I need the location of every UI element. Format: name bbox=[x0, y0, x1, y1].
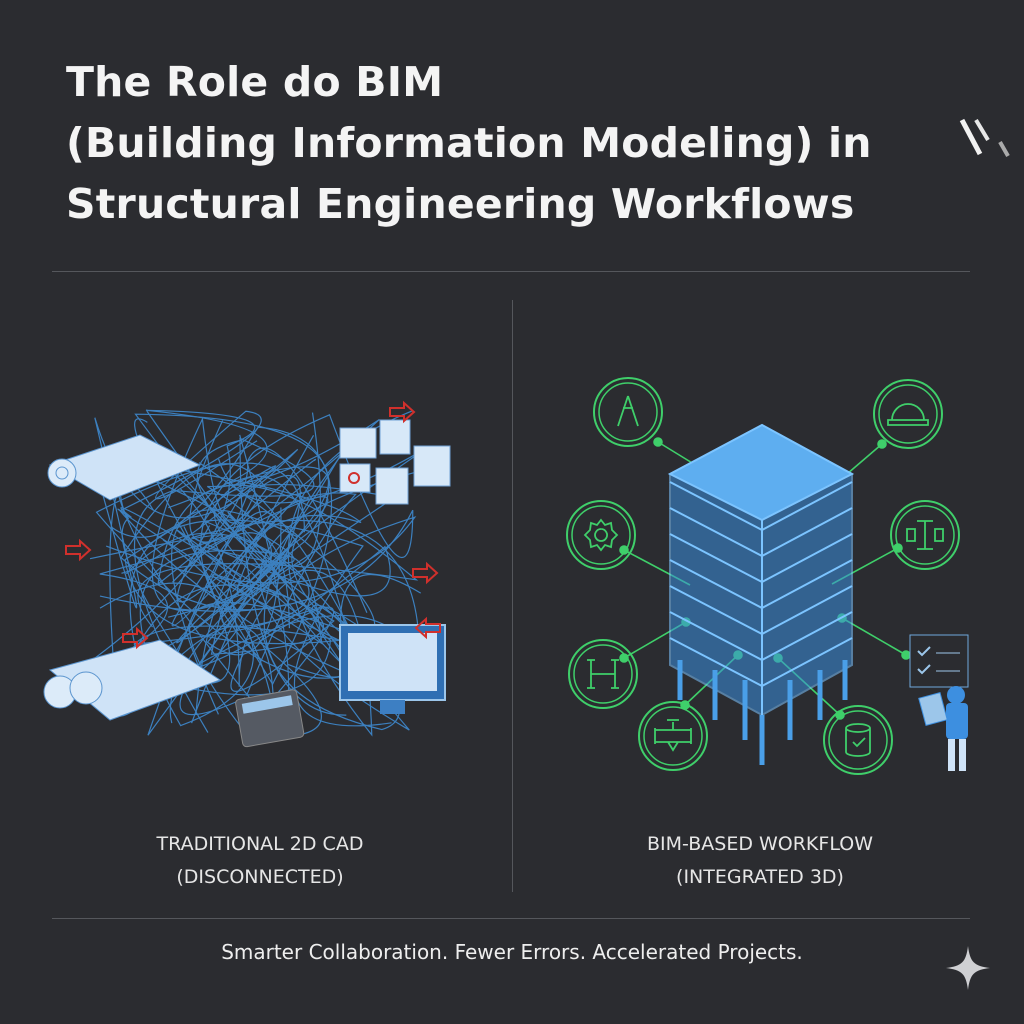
engineer-checklist-icon bbox=[909, 634, 969, 771]
floor-slab bbox=[669, 559, 853, 610]
calculator-icon bbox=[235, 689, 305, 748]
red-arrow-icon bbox=[412, 561, 439, 585]
bim-label-line-2: (INTEGRATED 3D) bbox=[676, 866, 844, 888]
hard-hat-icon bbox=[873, 379, 943, 449]
top-divider bbox=[52, 271, 970, 272]
traditional-label-line-2: (DISCONNECTED) bbox=[176, 866, 344, 888]
connection-curve bbox=[172, 447, 368, 629]
connection-curve bbox=[99, 414, 414, 661]
computer-monitor-icon bbox=[339, 624, 446, 714]
floor-slab bbox=[669, 585, 853, 636]
tangled-connections bbox=[89, 409, 428, 738]
title-line-2: (Building Information Modeling) in bbox=[66, 119, 872, 167]
red-arrow-icon bbox=[122, 626, 149, 650]
connection-curve bbox=[120, 463, 303, 627]
center-divider bbox=[512, 300, 513, 892]
floor-slab bbox=[669, 507, 853, 558]
h-beam-icon bbox=[568, 639, 638, 709]
connection-curve bbox=[134, 412, 330, 724]
bim-workflow-illustration bbox=[566, 377, 969, 775]
floor-slab bbox=[669, 611, 853, 662]
blueprint-roll-icon bbox=[47, 434, 202, 501]
traditional-cad-illustration bbox=[43, 400, 451, 748]
building-model bbox=[667, 423, 855, 765]
connection-curve bbox=[137, 458, 419, 628]
connection-curve bbox=[94, 417, 299, 609]
connection-curve bbox=[239, 434, 335, 738]
connection-curve bbox=[210, 492, 357, 696]
tagline: Smarter Collaboration. Fewer Errors. Acc… bbox=[221, 940, 803, 964]
connection-curve bbox=[189, 573, 422, 738]
traditional-cad-label: TRADITIONAL 2D CAD (DISCONNECTED) bbox=[90, 828, 430, 894]
blueprint-roll-icon bbox=[43, 639, 222, 721]
bim-workflow-label: BIM-BASED WORKFLOW (INTEGRATED 3D) bbox=[590, 828, 930, 894]
floor-slab bbox=[669, 481, 853, 532]
connection-curve bbox=[95, 410, 381, 685]
i-beam-icon bbox=[890, 500, 960, 570]
connection-curve bbox=[206, 410, 414, 737]
connection-curve bbox=[118, 463, 329, 679]
page-title: The Role do BIM (Building Information Mo… bbox=[66, 52, 872, 235]
connection-curve bbox=[117, 507, 323, 724]
logo-icon bbox=[959, 118, 1010, 157]
connection-curve bbox=[133, 462, 376, 645]
connection-curve bbox=[124, 465, 357, 645]
compass-icon bbox=[593, 377, 663, 447]
connection-curve bbox=[147, 519, 420, 675]
gear-icon bbox=[566, 500, 636, 570]
pipe-valve-icon bbox=[638, 701, 708, 771]
title-line-1: The Role do BIM bbox=[66, 58, 444, 106]
red-arrow-icon bbox=[414, 616, 441, 640]
red-arrow-icon bbox=[389, 400, 416, 424]
connection-curve bbox=[119, 410, 417, 700]
floor-slab bbox=[669, 637, 853, 688]
database-check-icon bbox=[823, 705, 893, 775]
title-line-3: Structural Engineering Workflows bbox=[66, 180, 855, 228]
red-arrow-icon bbox=[65, 538, 92, 562]
connection-curve bbox=[133, 437, 347, 733]
traditional-label-line-1: TRADITIONAL 2D CAD bbox=[156, 833, 364, 855]
connection-curve bbox=[109, 482, 335, 701]
chart-documents-icon bbox=[339, 419, 451, 505]
sparkle-icon bbox=[946, 946, 990, 990]
bottom-divider bbox=[52, 918, 970, 919]
floor-slab bbox=[669, 533, 853, 584]
bim-label-line-1: BIM-BASED WORKFLOW bbox=[647, 833, 873, 855]
